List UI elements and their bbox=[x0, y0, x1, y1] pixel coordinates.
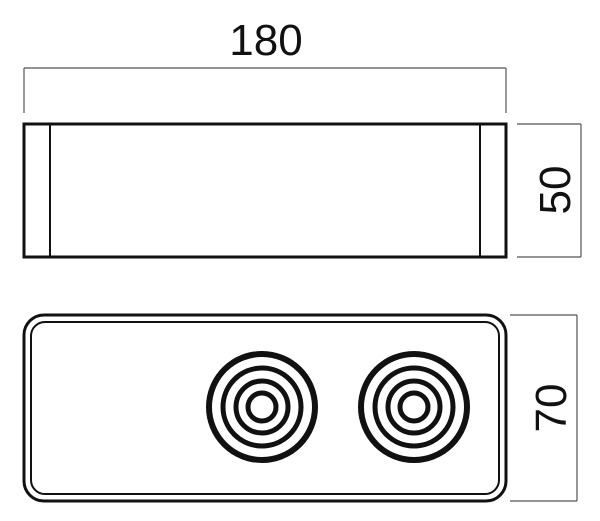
spotlight-left-ring-outer bbox=[206, 351, 318, 463]
width-dim-label: 180 bbox=[229, 16, 302, 65]
spotlight-left-ring-inner bbox=[233, 378, 291, 436]
spotlight-right-lens bbox=[397, 390, 431, 424]
height-dimension: 50 bbox=[517, 123, 582, 258]
bottom-view-outer bbox=[22, 313, 508, 503]
spotlight-right bbox=[358, 351, 470, 463]
spotlight-right-ring-inner bbox=[385, 378, 443, 436]
front-view-body bbox=[22, 122, 508, 259]
width-dimension: 180 bbox=[23, 16, 507, 113]
spotlight-left bbox=[206, 351, 318, 463]
front-view bbox=[22, 122, 508, 259]
depth-dim-label: 70 bbox=[527, 384, 576, 433]
spotlight-right-ring-outer bbox=[358, 351, 470, 463]
height-dim-label: 50 bbox=[531, 166, 580, 215]
spotlight-right-ring-middle bbox=[372, 365, 456, 449]
bottom-view bbox=[22, 313, 508, 503]
depth-dimension: 70 bbox=[510, 314, 578, 502]
spotlight-left-ring-middle bbox=[220, 365, 304, 449]
spotlight-left-lens bbox=[245, 390, 279, 424]
bottom-view-inner bbox=[30, 321, 500, 495]
